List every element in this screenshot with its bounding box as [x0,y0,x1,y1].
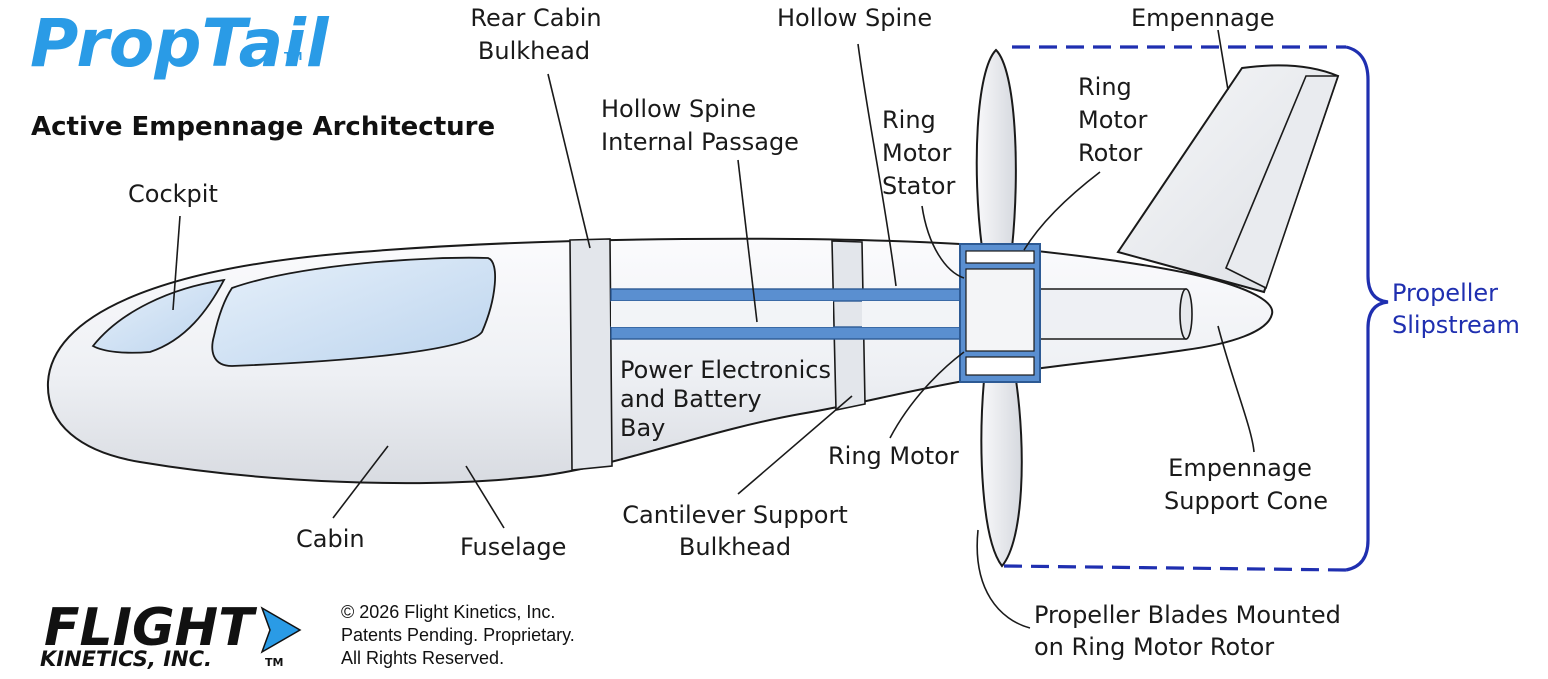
label-ring-motor-stator-1: Ring [882,106,936,134]
label-ring-motor-rotor-2: Motor [1078,106,1147,134]
label-cockpit: Cockpit [128,180,218,208]
label-rear-cabin-bulkhead-2: Bulkhead [478,37,590,65]
leader-hollow-spine [857,43,897,287]
cantilever-support-bulkhead [831,240,866,411]
leader-propeller-blades [976,529,1031,629]
leader-cockpit [172,215,181,311]
label-ring-motor-rotor-3: Rotor [1078,139,1142,167]
leader-lines [172,29,1255,629]
label-power-electronics-2: and Battery [620,385,762,413]
propeller-blade-upper [975,48,1017,249]
cabin-window [211,256,497,367]
leader-cabin [332,445,389,519]
diagram-subtitle: Active Empennage Architecture [31,112,495,142]
propeller-blade-lower [980,379,1023,568]
label-power-electronics-3: Bay [620,414,665,442]
hollow-spine [610,288,1193,340]
flight-kinetics-logo: FLIGHT KINETICS, INC. TM [40,598,302,671]
label-propeller-slipstream-2: Slipstream [1392,311,1520,339]
flight-kinetics-tm: TM [265,656,283,669]
copyright-block: © 2026 Flight Kinetics, Inc. Patents Pen… [341,602,575,668]
label-power-electronics-1: Power Electronics [620,356,831,384]
slipstream-bracket [1003,45,1389,572]
copyright-line-1: © 2026 Flight Kinetics, Inc. [341,602,555,622]
leader-support-cone [1217,325,1255,453]
leader-ring-motor-rotor [1023,171,1101,251]
label-ring-motor-rotor-1: Ring [1078,73,1132,101]
label-empennage-support-cone-1: Empennage [1168,454,1312,482]
label-hollow-spine-passage-2: Internal Passage [601,128,799,156]
flight-kinetics-logo-line2: KINETICS, INC. [40,647,212,671]
leader-empennage [1217,29,1229,91]
label-cantilever-bulkhead-2: Bulkhead [679,533,791,561]
arrow-icon [260,606,302,654]
label-propeller-blades-2: on Ring Motor Rotor [1034,633,1274,661]
label-hollow-spine-passage-1: Hollow Spine [601,95,756,123]
label-ring-motor: Ring Motor [828,442,959,470]
label-empennage-support-cone-2: Support Cone [1164,487,1328,515]
leader-ring-motor [889,351,965,439]
label-hollow-spine: Hollow Spine [777,4,932,32]
proptail-tm: TM [284,50,302,63]
copyright-line-3: All Rights Reserved. [341,648,504,668]
label-propeller-slipstream-1: Propeller [1392,279,1498,307]
label-ring-motor-stator-2: Motor [882,139,951,167]
ring-motor [959,243,1041,383]
label-ring-motor-stator-3: Stator [882,172,955,200]
copyright-line-2: Patents Pending. Proprietary. [341,625,575,645]
label-rear-cabin-bulkhead-1: Rear Cabin [470,4,601,32]
leader-fuselage [465,465,505,529]
label-fuselage: Fuselage [460,533,566,561]
rudder [1224,75,1340,290]
rear-cabin-bulkhead [569,238,613,471]
leader-rear-cabin-bulkhead [547,73,591,249]
proptail-logo: PropTail TM [30,5,330,82]
label-empennage: Empennage [1131,4,1275,32]
cockpit-window [91,278,226,354]
leader-spine-passage [737,159,758,323]
label-propeller-blades-1: Propeller Blades Mounted [1034,601,1341,629]
label-cabin: Cabin [296,525,365,553]
proptail-logo-text: PropTail [30,5,330,82]
label-cantilever-bulkhead-1: Cantilever Support [622,501,848,529]
leader-cantilever-bulkhead [737,395,853,495]
flight-kinetics-logo-line1: FLIGHT [44,598,257,658]
leader-ring-motor-stator [921,205,965,279]
